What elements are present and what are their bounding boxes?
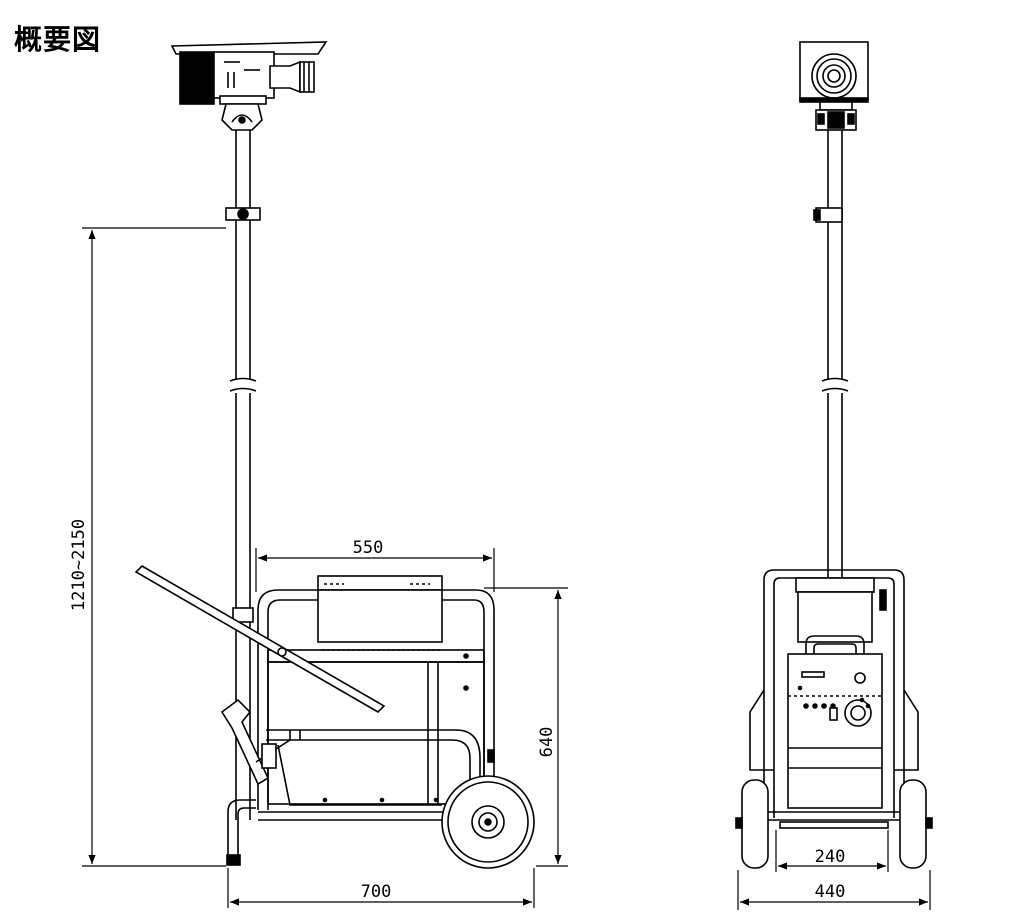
front-wheel-left [735, 779, 769, 869]
dim-label-top-width: 550 [353, 538, 384, 558]
dimension-body-height [484, 587, 568, 867]
front-frame [749, 569, 919, 829]
dim-label-front-inner-width: 240 [815, 847, 846, 867]
side-stand [226, 799, 256, 866]
side-wheel [441, 775, 535, 869]
dimension-front-inner-width [775, 830, 889, 872]
dimension-top-width [255, 548, 495, 592]
side-handle [134, 564, 386, 786]
front-pole [813, 130, 849, 580]
front-light-head [799, 41, 869, 131]
dimension-front-total-width [737, 870, 931, 910]
dimension-height-total [82, 227, 226, 867]
side-view [134, 41, 535, 869]
front-wheel-right [899, 779, 933, 869]
dim-label-base-width: 700 [361, 882, 392, 902]
dim-label-front-total-width: 440 [815, 882, 846, 902]
front-view [735, 41, 933, 869]
side-frame [257, 575, 495, 821]
dimension-base-width [227, 868, 535, 908]
dim-label-height-total: 1210~2150 [69, 519, 89, 611]
dim-label-body-height: 640 [537, 727, 557, 758]
side-light-head [170, 41, 328, 131]
page-title: 概要図 [14, 23, 102, 56]
